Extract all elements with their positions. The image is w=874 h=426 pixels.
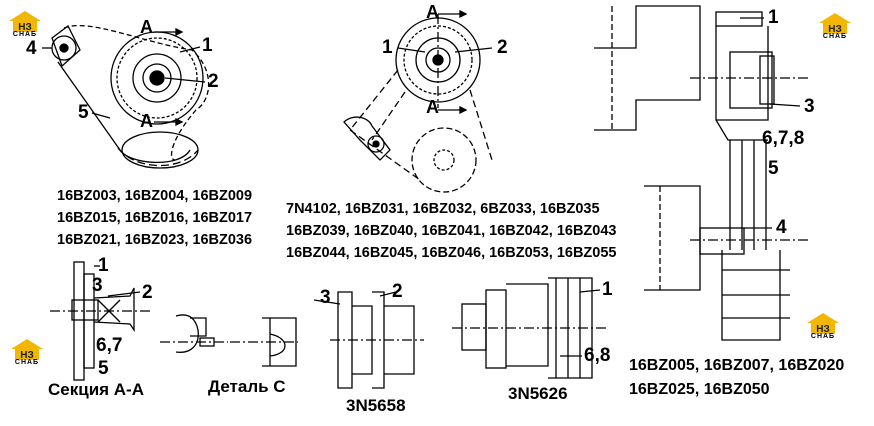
logo-mark: НЗ: [20, 350, 34, 360]
logo-mark: НЗ: [18, 22, 32, 32]
codes-group-b: 7N4102, 16BZ031, 16BZ032, 6BZ033, 16BZ03…: [286, 198, 616, 264]
callout-5: 5: [768, 158, 779, 179]
callout-5: 5: [78, 102, 89, 123]
callout-1: 1: [202, 35, 213, 56]
code-line: 16BZ003, 16BZ004, 16BZ009: [57, 188, 253, 204]
callout-a-top: A: [140, 17, 153, 37]
diagram-3n5626: [452, 277, 606, 379]
callout-2: 2: [208, 71, 219, 92]
diagram-top-left: [42, 24, 210, 169]
codes-group-a: 16BZ003, 16BZ004, 16BZ009 16BZ015, 16BZ0…: [57, 185, 252, 251]
code-line: 16BZ025, 16BZ050: [629, 381, 770, 398]
code-line: 16BZ039, 16BZ040, 16BZ041, 16BZ042, 16BZ…: [286, 223, 617, 239]
logo-nz-snab-top-left: НЗ СНАБ: [8, 10, 42, 44]
callout-3: 3: [804, 96, 815, 117]
codes-group-c: 16BZ005, 16BZ007, 16BZ020 16BZ025, 16BZ0…: [629, 354, 844, 402]
logo-caption: СНАБ: [822, 33, 848, 40]
code-line: 16BZ044, 16BZ045, 16BZ046, 16BZ053, 16BZ…: [286, 245, 617, 261]
code-line: 16BZ015, 16BZ016, 16BZ017: [57, 210, 253, 226]
caption-detail-c: Деталь С: [208, 377, 286, 396]
diagram-top-center: [343, 9, 493, 193]
callout-3: 3: [92, 275, 103, 296]
logo-caption: СНАБ: [810, 333, 836, 340]
diagram-detail-c: [160, 314, 298, 367]
callout-4: 4: [26, 38, 37, 59]
logo-caption: СНАБ: [14, 359, 40, 366]
logo-mark: НЗ: [828, 24, 842, 34]
logo-nz-snab-bottom-right: НЗ СНАБ: [806, 312, 840, 346]
code-line: 16BZ005, 16BZ007, 16BZ020: [629, 357, 845, 374]
callout-6-8: 6,8: [584, 345, 611, 366]
callout-6-7: 6,7: [96, 335, 123, 356]
callout-2: 2: [392, 281, 403, 302]
callout-1: 1: [602, 279, 613, 300]
callout-1: 1: [768, 7, 779, 28]
callout-6-7-8: 6,7,8: [762, 128, 805, 149]
callout-a-bottom: A: [140, 111, 153, 131]
callout-2: 2: [497, 37, 508, 58]
callout-5: 5: [98, 358, 109, 379]
caption-section-aa: Секция А-А: [48, 380, 144, 399]
logo-caption: СНАБ: [12, 31, 38, 38]
callout-1: 1: [98, 255, 109, 276]
callout-a-top: A: [426, 2, 439, 22]
code-line: 7N4102, 16BZ031, 16BZ032, 6BZ033, 16BZ03…: [286, 201, 600, 217]
diagram-3n5658: [313, 291, 424, 389]
caption-3n5626: 3N5626: [508, 384, 568, 403]
diagram-section-aa: [50, 261, 150, 381]
callout-1: 1: [382, 37, 393, 58]
callout-a-bottom: A: [426, 97, 439, 117]
logo-nz-snab-left: НЗ СНАБ: [10, 338, 44, 372]
diagram-right: [594, 5, 808, 341]
callout-4: 4: [776, 217, 787, 238]
caption-3n5658: 3N5658: [346, 396, 406, 415]
logo-mark: НЗ: [816, 324, 830, 334]
callout-2: 2: [142, 282, 153, 303]
callout-3: 3: [320, 287, 331, 308]
logo-nz-snab-top-right: НЗ СНАБ: [818, 12, 852, 46]
code-line: 16BZ021, 16BZ023, 16BZ036: [57, 232, 253, 248]
